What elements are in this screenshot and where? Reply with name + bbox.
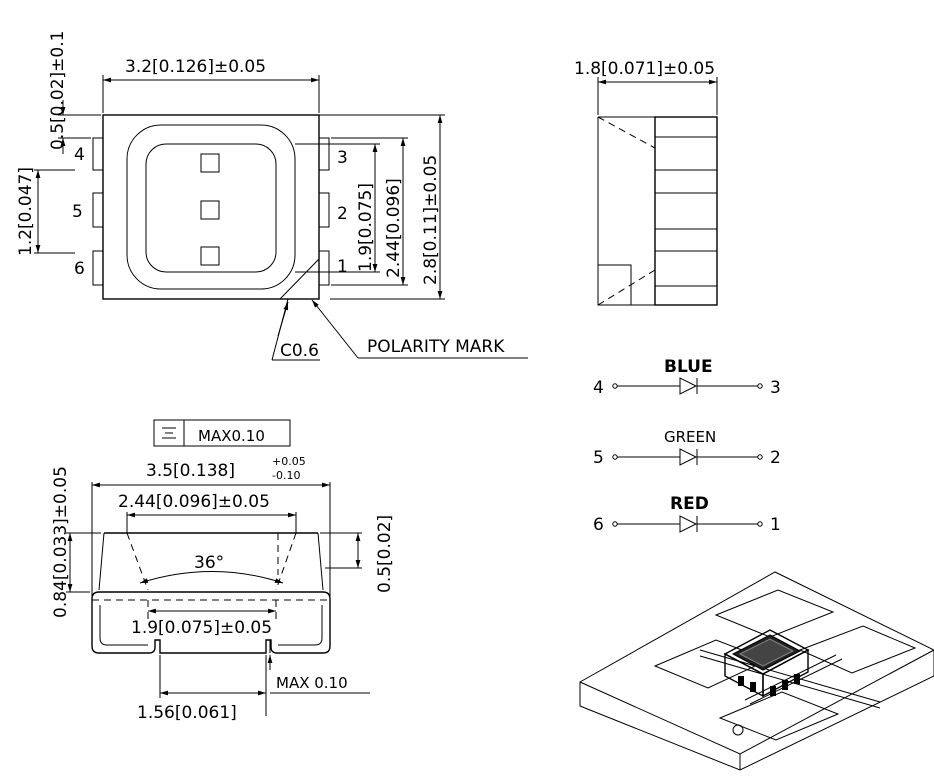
pcb-board: [579, 571, 934, 771]
schematic-pin-1: 1: [770, 515, 781, 535]
diode-red: [679, 515, 698, 533]
inner-dimension-label: 1.9[0.075]: [356, 183, 376, 272]
width-dimension-label: 3.2[0.126]±0.05: [125, 57, 266, 77]
pin-number-6: 6: [74, 259, 85, 279]
die-top: [200, 153, 220, 173]
die-middle: [200, 200, 220, 220]
top-lens-outer: [126, 124, 296, 290]
flatness-frame: [153, 419, 291, 447]
front-inner-dimension-label: 1.9[0.075]±0.05: [131, 618, 272, 638]
via-hole: [732, 724, 744, 736]
angle-label: 36°: [194, 553, 224, 573]
schematic-label-blue: BLUE: [664, 357, 713, 377]
front-leadframe-outer: [91, 591, 331, 654]
polarity-mark-label: POLARITY MARK: [367, 337, 505, 357]
pin-number-1: 1: [337, 257, 348, 277]
schematic-pin-4: 4: [593, 378, 604, 398]
pin-number-2: 2: [337, 204, 348, 224]
front-view: MAX0.10 3.5[0.138] +0.05 -0.10 2.44[0.09…: [51, 419, 395, 723]
lead-pin-1: [318, 250, 330, 286]
lead-pin-4: [92, 137, 104, 171]
thickness-dimension-label: 1.8[0.071]±0.05: [574, 59, 715, 79]
diode-blue: [679, 377, 698, 395]
pad-right: [798, 625, 917, 674]
schematic-pin-3: 3: [770, 378, 781, 398]
top-view: 4 5 6 3 2 1 3.2[0.126]±0.05 0.5[0.02]±0.…: [16, 31, 528, 361]
lead-pin-6: [92, 250, 104, 286]
lead-span-dimension-label: 2.44[0.096]: [384, 178, 404, 278]
schematic-label-red: RED: [670, 494, 709, 514]
diode-green: [679, 448, 698, 466]
lead-offset-dimension-label: 0.5[0.02]±0.1: [48, 31, 68, 150]
front-width-dimension-label: 3.5[0.138]: [146, 461, 235, 481]
angle-arc: [139, 571, 284, 584]
schematic: BLUE 4 3 GREEN 5 2 RED 6 1: [593, 357, 781, 535]
front-step-dimension-label: 0.5[0.02]: [375, 515, 395, 593]
front-standoff-label: MAX 0.10: [276, 674, 348, 692]
pad-top: [714, 589, 835, 638]
flatness-value: MAX0.10: [198, 427, 265, 445]
pin-number-5: 5: [72, 202, 83, 222]
schematic-pin-2: 2: [770, 448, 781, 468]
pad-bottom: [718, 691, 840, 741]
schematic-label-green: GREEN: [664, 428, 716, 446]
die-bottom: [200, 246, 220, 266]
front-width-tol-minus: -0.10: [272, 469, 300, 482]
schematic-pin-5: 5: [593, 448, 604, 468]
pin-number-4: 4: [74, 145, 85, 165]
chamfer-label: C0.6: [280, 341, 319, 361]
polarity-chamfer-line: [279, 258, 320, 300]
front-pad-dimension-label: 1.56[0.061]: [137, 703, 237, 723]
front-width-tol-plus: +0.05: [272, 455, 306, 468]
side-view: 1.8[0.071]±0.05: [574, 59, 718, 306]
pitch-dimension-label: 1.2[0.047]: [16, 167, 36, 256]
front-lead-span-label: 2.44[0.096]±0.05: [118, 492, 270, 512]
top-body-outline: [102, 114, 320, 300]
lead-pin-2: [318, 192, 330, 228]
side-body-outline: [654, 116, 718, 306]
isometric-view: [579, 571, 934, 771]
top-lens-inner: [145, 143, 277, 273]
pin-number-3: 3: [337, 148, 348, 168]
schematic-pin-6: 6: [593, 515, 604, 535]
height-dimension-label: 2.8[0.11]±0.05: [421, 155, 441, 285]
front-height-dimension-label: 0.84[0.033]±0.05: [51, 466, 71, 618]
lead-pin-3: [318, 137, 330, 171]
lead-pin-5: [92, 192, 104, 228]
